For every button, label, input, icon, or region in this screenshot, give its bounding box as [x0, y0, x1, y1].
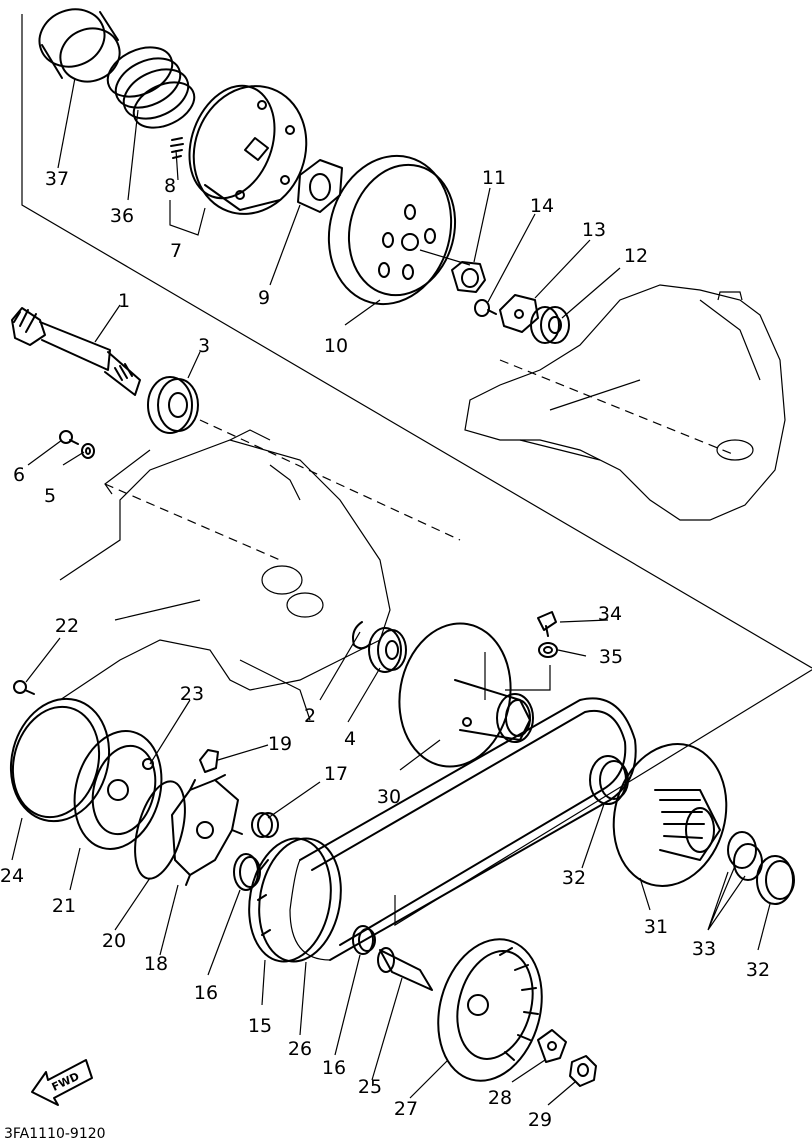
callout-16-left: 16 — [194, 982, 218, 1004]
part-25-collar — [377, 947, 433, 991]
part-5-washer — [81, 443, 95, 459]
callout-29: 29 — [528, 1109, 552, 1131]
part-8-spring — [170, 137, 184, 159]
callout-22: 22 — [55, 615, 79, 637]
part-15-sliding-sheave — [248, 837, 342, 963]
part-28-washer — [537, 1029, 567, 1063]
part-32-oil-seal-lower — [756, 855, 795, 905]
reference-lines — [21, 14, 812, 927]
callout-10: 10 — [324, 335, 348, 357]
callout-27: 27 — [394, 1098, 418, 1120]
crankcase-outline — [59, 429, 391, 721]
part-32-oil-seal-upper — [589, 755, 629, 805]
callout-14: 14 — [530, 195, 554, 217]
part-22-screw — [13, 680, 35, 695]
callout-35: 35 — [599, 646, 623, 668]
callout-16-right: 16 — [322, 1057, 346, 1079]
part-19-slider — [199, 749, 219, 773]
part-14-screw — [474, 299, 497, 317]
part-17-weight — [251, 812, 279, 838]
part-21-cover — [73, 730, 163, 850]
callout-17: 17 — [324, 763, 348, 785]
callout-37: 37 — [45, 168, 69, 190]
callout-6: 6 — [13, 464, 25, 486]
part-4-bearing — [368, 627, 407, 673]
forward-arrow-icon: FWD — [31, 1059, 93, 1106]
figure-code: 3FA1110-9120 — [4, 1126, 106, 1141]
callout-labels: 37 36 8 7 9 10 11 14 13 12 1 3 6 5 22 34… — [0, 167, 770, 1131]
part-27-fixed-sheave — [437, 938, 543, 1082]
part-35-collar — [538, 642, 558, 658]
callout-5: 5 — [44, 485, 56, 507]
forward-arrow-label: FWD — [50, 1070, 82, 1094]
part-29-nut — [569, 1055, 597, 1087]
part-13-plate — [499, 294, 539, 333]
callout-1: 1 — [118, 290, 130, 312]
callout-32: 32 — [562, 867, 586, 889]
part-24-gasket — [9, 697, 111, 823]
callout-20: 20 — [102, 930, 126, 952]
callout-8: 8 — [164, 175, 176, 197]
callout-31: 31 — [644, 916, 668, 938]
callout-21: 21 — [52, 895, 76, 917]
callout-30: 30 — [377, 786, 401, 808]
callout-18: 18 — [144, 953, 168, 975]
part-36-spring — [106, 46, 196, 129]
part-33-o-ring — [727, 831, 763, 881]
callout-11: 11 — [482, 167, 506, 189]
callout-19: 19 — [268, 733, 292, 755]
callout-13: 13 — [582, 219, 606, 241]
part-16-oil-seal-right — [352, 925, 376, 955]
part-18-cam — [171, 774, 243, 886]
callout-7: 7 — [170, 240, 182, 262]
callout-4: 4 — [344, 728, 356, 750]
callout-34: 34 — [598, 603, 622, 625]
callout-12: 12 — [624, 245, 648, 267]
part-10-clutch-housing — [327, 154, 471, 306]
callout-36: 36 — [110, 205, 134, 227]
callout-3: 3 — [198, 335, 210, 357]
leader-lines — [11, 77, 771, 1106]
part-26-v-belt — [289, 697, 637, 961]
part-1-shaft — [11, 307, 141, 396]
part-16-oil-seal — [233, 853, 261, 891]
part-3-bearing — [147, 376, 199, 434]
part-6-bolt — [59, 430, 79, 445]
callout-15: 15 — [248, 1015, 272, 1037]
part-30-secondary-fixed-sheave — [398, 622, 534, 768]
callout-24: 24 — [0, 865, 24, 887]
part-31-secondary-sliding-sheave — [612, 743, 728, 887]
part-2-circlip — [352, 621, 371, 650]
part-20-o-ring — [134, 780, 186, 880]
part-7-clutch-carrier — [188, 84, 308, 215]
callout-28: 28 — [488, 1087, 512, 1109]
callout-25: 25 — [358, 1076, 382, 1098]
crankcase-cover-outline — [464, 284, 786, 521]
part-37-spring-seat — [38, 8, 121, 83]
callout-9: 9 — [258, 287, 270, 309]
part-34-guide-pin — [537, 611, 557, 637]
callout-2: 2 — [304, 705, 316, 727]
part-12-bearing — [530, 306, 570, 344]
part-11-nut — [451, 261, 486, 293]
callout-26: 26 — [288, 1038, 312, 1060]
callout-32-right: 32 — [746, 959, 770, 981]
callout-33: 33 — [692, 938, 716, 960]
callout-23: 23 — [180, 683, 204, 705]
